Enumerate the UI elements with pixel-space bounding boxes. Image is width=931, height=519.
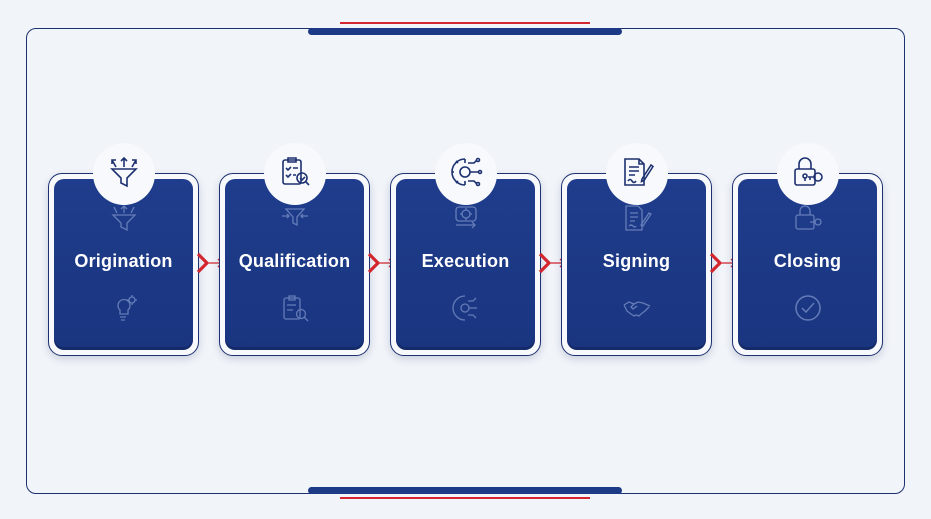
top-accent-bar: [308, 28, 622, 35]
clipboard-magnifier-icon: [263, 143, 326, 205]
step-label: Closing: [773, 251, 842, 271]
padlock-key-icon: [794, 205, 822, 230]
filter-arrows-icon: [281, 208, 308, 227]
step-label: Execution: [421, 251, 510, 271]
clipboard-magnifier-icon: [282, 295, 308, 322]
top-accent-line: [340, 22, 590, 24]
step-signing: Signing: [561, 143, 712, 356]
lightbulb-gear-icon: [116, 295, 137, 321]
check-circle-icon: [794, 295, 821, 321]
step-closing: Closing: [732, 143, 883, 356]
step-label: Qualification: [238, 251, 351, 271]
step-label: Origination: [74, 251, 173, 271]
funnel-arrows-icon: [92, 143, 155, 205]
document-pen-icon: [624, 205, 652, 231]
gear-circuit-icon: [434, 143, 497, 205]
bottom-accent-bar: [308, 487, 622, 494]
gear-flow-icon: [454, 206, 477, 229]
padlock-key-icon: [776, 143, 839, 205]
funnel-arrows-icon: [110, 205, 137, 232]
step-origination: Origination: [48, 143, 199, 356]
step-label: Signing: [602, 251, 671, 271]
step-execution: Execution: [390, 143, 541, 356]
document-pen-icon: [605, 143, 668, 205]
bottom-accent-line: [340, 497, 590, 499]
gear-circuit-icon: [451, 295, 477, 321]
handshake-icon: [622, 301, 650, 317]
step-qualification: Qualification: [219, 143, 370, 356]
